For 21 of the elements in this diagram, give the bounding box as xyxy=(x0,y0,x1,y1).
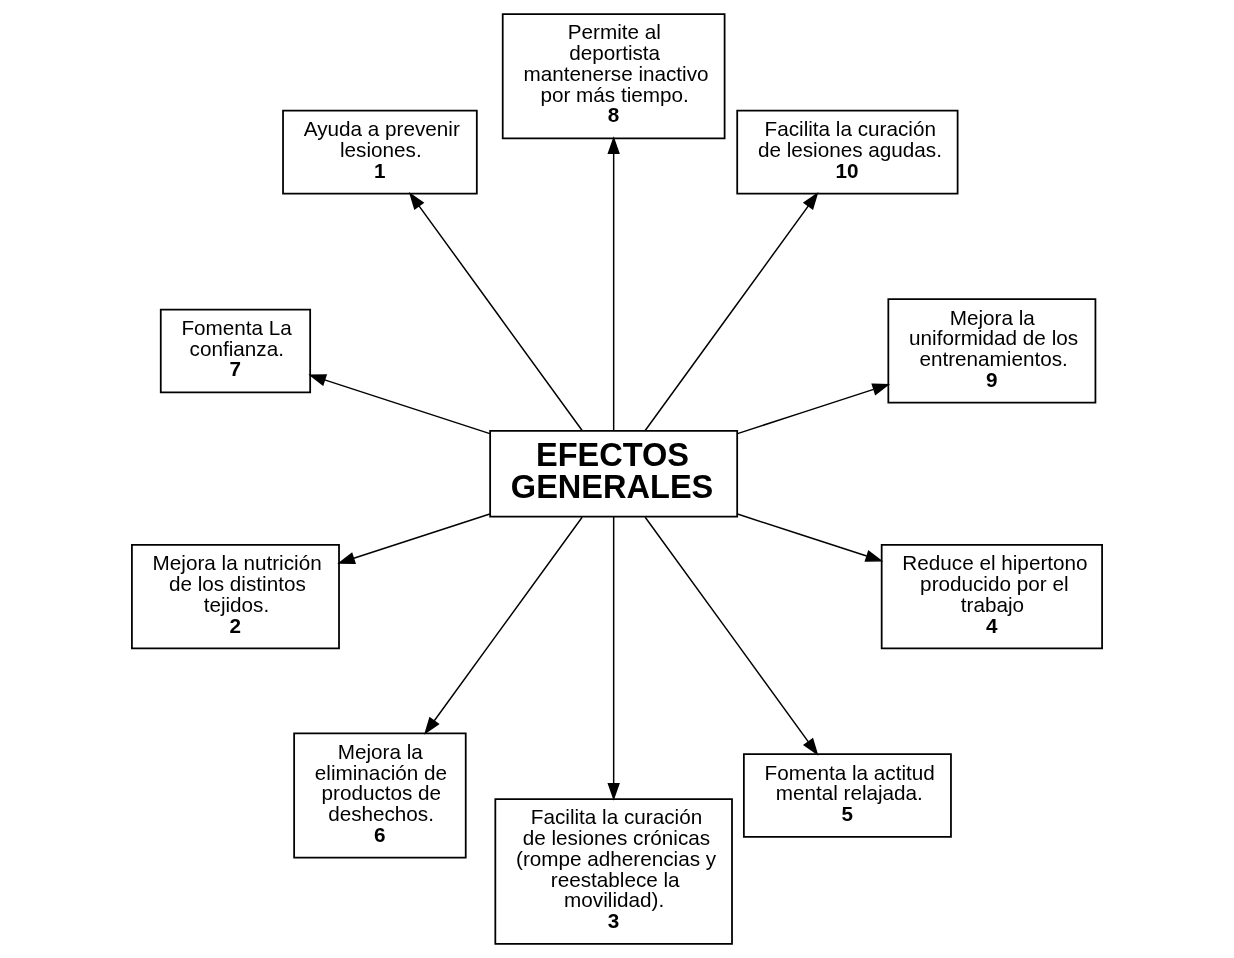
node-box: Fomenta la actitud mental relajada. 5 xyxy=(743,753,952,838)
node-box: Mejora la nutrición de los distintos tejidos. 2 xyxy=(131,544,340,650)
node-box: Mejora la uniformidad de los entrenamientos. 9 xyxy=(887,298,1097,404)
node-box: Fomenta La confianza. 7 xyxy=(159,308,312,394)
node-box: Mejora la eliminación de productos de deshechos. 6 xyxy=(293,732,467,859)
arrow xyxy=(644,191,819,432)
arrow xyxy=(644,516,819,756)
arrow xyxy=(607,136,620,432)
arrow xyxy=(408,191,583,432)
arrow xyxy=(308,374,491,435)
node-box: Facilita la curación de lesiones agudas. 10 xyxy=(736,109,959,195)
node-box: Reduce el hipertono producido por el trabajo 4 xyxy=(880,544,1103,650)
arrow xyxy=(736,513,884,562)
arrow xyxy=(736,383,891,435)
node-box: Permite al deportista mantenerse inactivo por más tiempo. 8 xyxy=(501,13,726,140)
node-box: EFECTOS GENERALES xyxy=(489,430,739,518)
arrow xyxy=(337,513,491,565)
node-box: Ayuda a prevenir lesiones. 1 xyxy=(282,109,478,195)
arrow xyxy=(424,516,583,735)
arrow xyxy=(607,516,620,801)
node-box: Facilita la curación de lesiones crónicas (rompe adherencias y reestablece la movilidad). 3 xyxy=(494,798,733,945)
